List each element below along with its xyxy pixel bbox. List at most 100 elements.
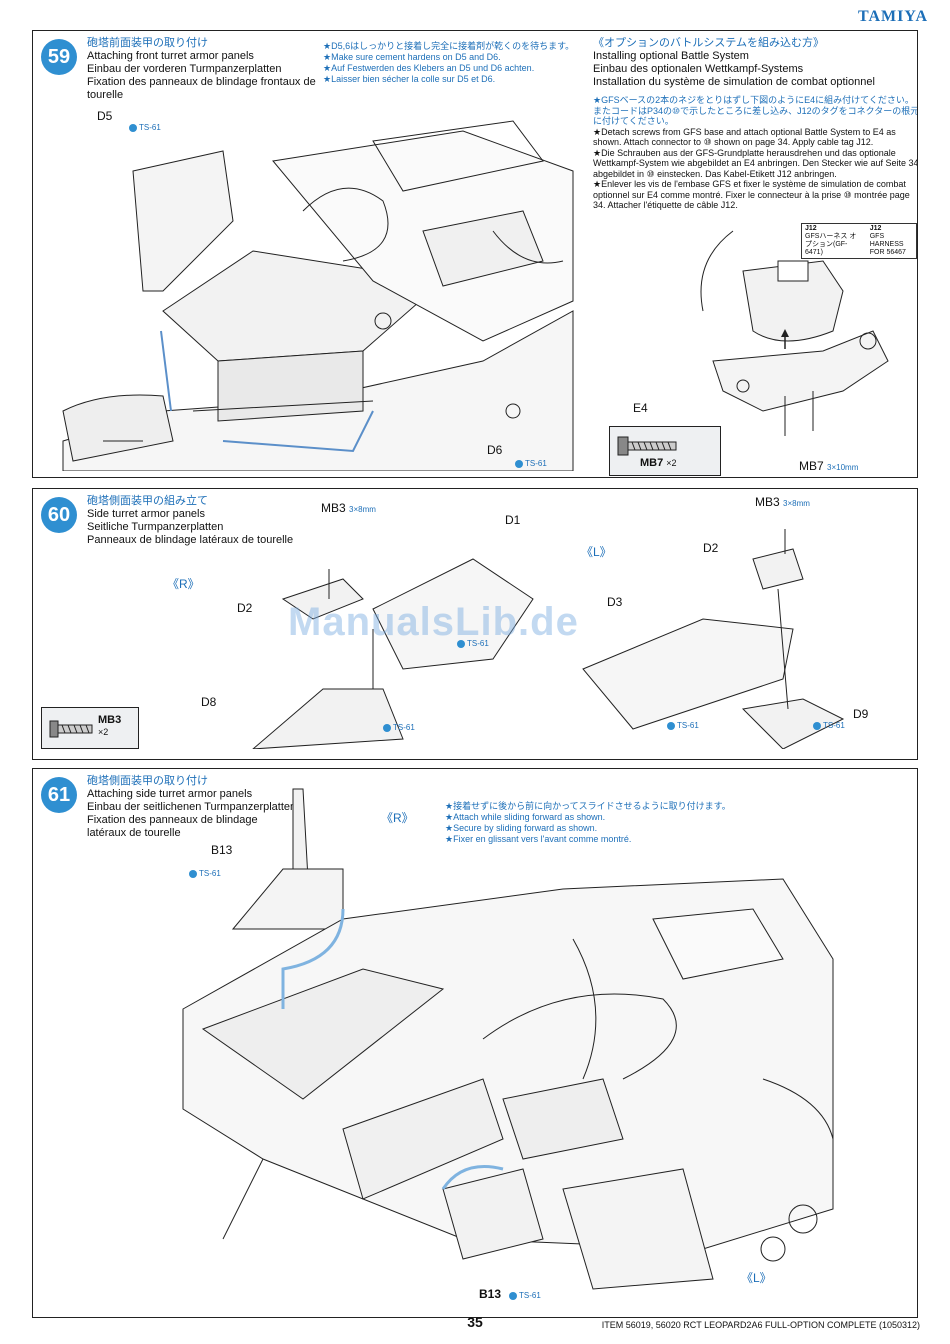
option-title-de: Einbau des optionalen Wettkampf-Systems (593, 63, 804, 75)
paint-drop-icon (509, 1291, 517, 1300)
option-notes: ★GFSベースの2本のネジをとりはずし下図のようにE4に組み付けてください。また… (593, 95, 918, 211)
option-note-fr: ★Enlever les vis de l'embase GFS et fixe… (593, 179, 910, 210)
part-b13-label: B13 (479, 1287, 502, 1301)
title-en: Attaching front turret armor panels (87, 50, 254, 62)
step-titles: 砲塔側面装甲の取り付け Attaching side turret armor … (87, 775, 297, 840)
note-fr: ★Laisser bien sécher la colle sur D5 et … (323, 74, 496, 84)
paint-ts61-label: TS-61 (129, 123, 161, 132)
title-jp: 砲塔側面装甲の取り付け (87, 775, 208, 787)
battle-system-drawing (673, 221, 917, 451)
title-de: Seitliche Turmpanzerplatten (87, 521, 224, 533)
screw-mb7-label: MB7 3×10mm (799, 459, 859, 473)
side-right-label: 《R》 (381, 811, 414, 825)
step-61-panel: 61 砲塔側面装甲の取り付け Attaching side turret arm… (32, 768, 918, 1318)
part-d2-label: D2 (703, 541, 719, 555)
title-jp: 砲塔前面装甲の取り付け (87, 37, 208, 49)
part-d2-label: D2 (237, 601, 253, 615)
option-note-de: ★Die Schrauben aus der GFS-Grundplatte h… (593, 147, 918, 179)
watermark: ManualsLib.de (288, 600, 579, 644)
right-panel-svg (252, 558, 534, 749)
paint-ts61-label: TS-61 (813, 721, 845, 730)
screw-mb3-box: MB3×2 (41, 707, 139, 749)
step-60-panel: 60 砲塔側面装甲の組み立て Side turret armor panels … (32, 488, 918, 760)
turret-front-drawing (43, 111, 583, 471)
side-left-label: 《L》 (741, 1271, 772, 1285)
screw-name: MB7 ×2 (640, 457, 677, 469)
brand-logo: TAMIYA (857, 8, 928, 25)
part-b13-label: B13 (211, 843, 233, 857)
note-de: ★Auf Festwerden des Klebers an D5 und D6… (323, 63, 535, 73)
option-title-en: Installing optional Battle System (593, 50, 749, 62)
item-info: ITEM 56019, 56020 RCT LEOPARD2A6 FULL-OP… (601, 1320, 920, 1330)
turret-side-svg (182, 788, 834, 1290)
part-d8-label: D8 (201, 695, 217, 709)
paint-drop-icon (129, 123, 137, 132)
screw-mb3-label: MB3 3×8mm (321, 501, 376, 515)
title-en: Attaching side turret armor panels (87, 788, 253, 800)
paint-ts61-label: TS-61 (515, 459, 547, 468)
side-left-label: 《L》 (581, 545, 612, 559)
tag-code: J12 (805, 225, 817, 232)
step-number-badge: 61 (41, 777, 77, 813)
title-fr: Fixation des panneaux de blindage fronta… (87, 76, 316, 101)
paint-drop-icon (667, 721, 675, 730)
title-fr: Fixation des panneaux de blindage latéra… (87, 814, 258, 839)
cement-notes: ★D5,6はしっかりと接着し完全に接着剤が乾くのを待ちます。 ★Make sur… (323, 41, 603, 85)
turret-front-svg (62, 120, 574, 471)
part-d6-label: D6 (487, 443, 503, 457)
step-titles: 砲塔側面装甲の組み立て Side turret armor panels Sei… (87, 495, 327, 547)
title-jp: 砲塔側面装甲の組み立て (87, 495, 208, 507)
page-number: 35 (467, 1314, 483, 1330)
turret-side-drawing (143, 779, 843, 1309)
side-right-label: 《R》 (167, 577, 200, 591)
note-jp: ★接着せずに後から前に向かってスライドさせるように取り付けます。 (445, 801, 731, 811)
title-de: Einbau der seitlichenen Turmpanzerplatte… (87, 801, 297, 813)
screw-icon (617, 436, 677, 456)
option-title-fr: Installation du système de simulation de… (593, 76, 875, 88)
screw-mb7-box: MB7 ×2 (609, 426, 721, 476)
title-en: Side turret armor panels (87, 508, 205, 520)
screw-icon (49, 720, 93, 738)
tag-code: J12 (869, 225, 882, 232)
tag-text: GFS HARNESS FOR 56467 (869, 233, 906, 256)
title-de: Einbau der vorderen Turmpanzerplatten (87, 63, 282, 75)
paint-ts61-label: TS-61 (189, 869, 221, 878)
tag-text: GFSハーネス オプション(GF-6471) (805, 233, 857, 256)
screw-mb3-label: MB3 3×8mm (755, 495, 810, 509)
slide-notes: ★接着せずに後から前に向かってスライドさせるように取り付けます。 ★Attach… (445, 801, 805, 845)
option-note-jp: ★GFSベースの2本のネジをとりはずし下図のようにE4に組み付けてください。また… (593, 95, 918, 126)
option-titles: 《オプションのバトルシステムを組み込む方》 Installing optiona… (593, 37, 917, 89)
step-number-badge: 59 (41, 39, 77, 75)
part-d5-label: D5 (97, 109, 113, 123)
paint-drop-icon (515, 459, 523, 468)
part-d3-label: D3 (607, 595, 623, 609)
note-de: ★Secure by sliding forward as shown. (445, 823, 598, 833)
option-note-en: ★Detach screws from GFS base and attach … (593, 126, 896, 148)
part-d9-label: D9 (853, 707, 869, 721)
left-panel-svg (582, 529, 845, 749)
left-panel-drawing (553, 529, 883, 749)
note-jp: ★D5,6はしっかりと接着し完全に接着剤が乾くのを待ちます。 (323, 41, 575, 51)
part-e4-label: E4 (633, 401, 648, 415)
paint-ts61-label: TS-61 (509, 1291, 541, 1300)
paint-drop-icon (383, 723, 391, 732)
step-titles: 砲塔前面装甲の取り付け Attaching front turret armor… (87, 37, 327, 102)
note-fr: ★Fixer en glissant vers l'avant comme mo… (445, 834, 632, 844)
note-en: ★Attach while sliding forward as shown. (445, 812, 606, 822)
part-d1-label: D1 (505, 513, 521, 527)
note-en: ★Make sure cement hardens on D5 and D6. (323, 52, 501, 62)
paint-drop-icon (457, 639, 465, 648)
paint-ts61-label: TS-61 (383, 723, 415, 732)
battle-system-svg (700, 230, 889, 436)
right-panel-drawing (233, 519, 543, 749)
screw-name: MB3×2 (98, 714, 122, 737)
title-fr: Panneaux de blindage latéraux de tourell… (87, 534, 294, 546)
step-59-panel: 59 砲塔前面装甲の取り付け Attaching front turret ar… (32, 30, 918, 478)
step-number-badge: 60 (41, 497, 77, 533)
option-title-jp: 《オプションのバトルシステムを組み込む方》 (593, 37, 824, 49)
paint-drop-icon (813, 721, 821, 730)
paint-drop-icon (189, 869, 197, 878)
paint-ts61-label: TS-61 (457, 639, 489, 648)
paint-ts61-label: TS-61 (667, 721, 699, 730)
